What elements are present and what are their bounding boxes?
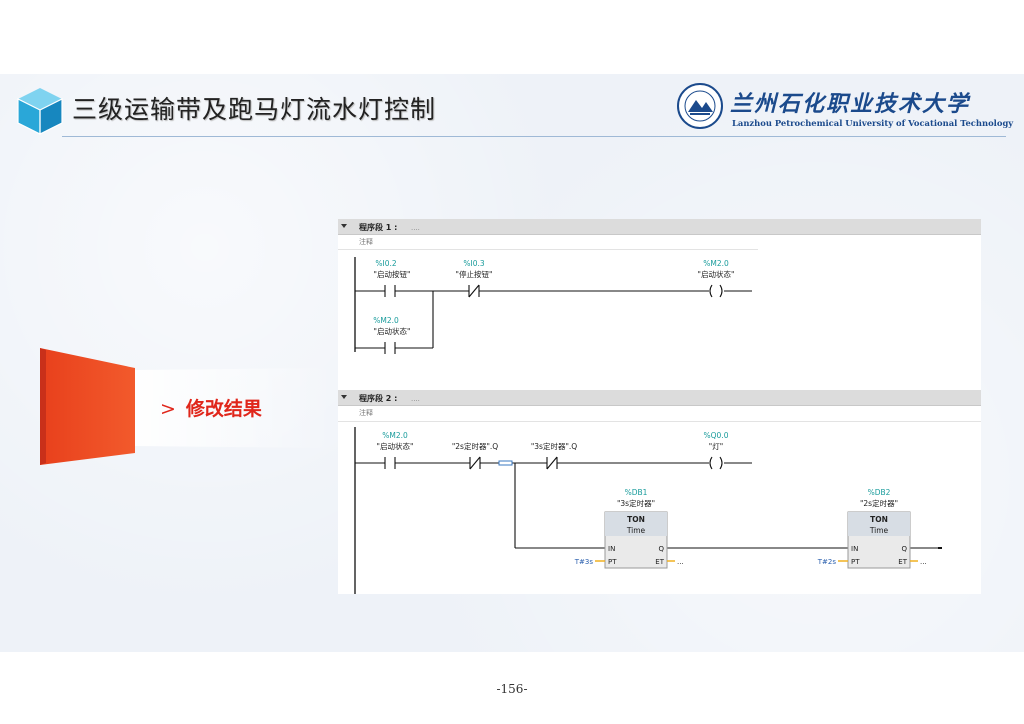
university-name-cn: 兰州石化职业技术大学	[730, 91, 971, 117]
network-2-dots: ....	[411, 395, 420, 403]
section-tag-label: 修改结果	[185, 398, 262, 420]
network-1-header-bar	[338, 219, 981, 234]
network-1-comment: 注释	[359, 237, 373, 246]
timer-2-et-pin: ET	[898, 558, 907, 566]
timer-2-pt-pin: PT	[851, 558, 860, 566]
network-2-header-bar	[338, 390, 981, 405]
ladder-diagram-screenshot: 程序段 1 : .... 注释 %I0.2 "启动按钮" %I0.3 "停止按钮…	[338, 219, 981, 594]
timer-1-name: "3s定时器"	[617, 498, 655, 508]
contact-5-name: "2s定时器".Q	[452, 441, 498, 451]
wire-junction-marker[interactable]	[498, 460, 513, 466]
contact-1-address: %I0.2	[375, 259, 396, 268]
page-number: -156-	[496, 682, 528, 696]
contact-2-name: "停止按钮"	[456, 269, 493, 279]
timer-2-et-value: ...	[920, 558, 927, 566]
collapse-triangle-icon[interactable]	[341, 224, 347, 228]
page-title: 三级运输带及跑马灯流水灯控制	[72, 95, 437, 124]
timer-1-q-pin: Q	[658, 545, 664, 553]
timer-2-q-pin: Q	[901, 545, 907, 553]
arrow-right-icon: >	[160, 398, 176, 420]
university-emblem-icon	[677, 83, 723, 129]
section-tag: > 修改结果	[160, 394, 262, 421]
university-name-en: Lanzhou Petrochemical University of Voca…	[732, 118, 1014, 128]
timer-1-et-value: ...	[677, 558, 684, 566]
coil-1-name: "启动状态"	[698, 269, 735, 279]
contact-1-name: "启动按钮"	[374, 269, 411, 279]
coil-2-address: %Q0.0	[704, 431, 729, 440]
network-2-comment: 注释	[359, 408, 373, 417]
network-1-dots: ....	[411, 224, 420, 232]
timer-2-in-pin: IN	[851, 545, 858, 553]
network-2-title: 程序段 2 :	[359, 393, 397, 403]
timer-2-type: TON	[870, 515, 888, 524]
timer-1-et-pin: ET	[655, 558, 664, 566]
timer-1-pt-value: T#3s	[574, 558, 594, 566]
network-1-title: 程序段 1 :	[359, 222, 397, 232]
coil-1-symbol[interactable]	[709, 284, 713, 298]
contact-3-address: %M2.0	[373, 316, 399, 325]
timer-2-db: %DB2	[868, 488, 891, 497]
cube-icon	[17, 88, 63, 135]
collapse-triangle-icon[interactable]	[341, 395, 347, 399]
contact-4-address: %M2.0	[382, 431, 408, 440]
timer-2-sub: Time	[869, 526, 889, 535]
timer-2-pt-value: T#2s	[817, 558, 837, 566]
coil-1-address: %M2.0	[703, 259, 729, 268]
accent-red-block	[40, 348, 135, 465]
contact-3-name: "启动状态"	[374, 326, 411, 336]
contact-2-address: %I0.3	[463, 259, 484, 268]
timer-1-db: %DB1	[625, 488, 648, 497]
tag-banner	[135, 368, 335, 448]
contact-4-name: "启动状态"	[377, 441, 414, 451]
timer-1-sub: Time	[626, 526, 646, 535]
title-divider	[62, 136, 1006, 137]
coil-2-symbol[interactable]	[709, 456, 713, 470]
contact-6-name: "3s定时器".Q	[531, 441, 577, 451]
coil-2-name: "灯"	[709, 441, 723, 451]
timer-1-type: TON	[627, 515, 645, 524]
timer-1-in-pin: IN	[608, 545, 615, 553]
timer-1-pt-pin: PT	[608, 558, 617, 566]
timer-2-name: "2s定时器"	[860, 498, 898, 508]
